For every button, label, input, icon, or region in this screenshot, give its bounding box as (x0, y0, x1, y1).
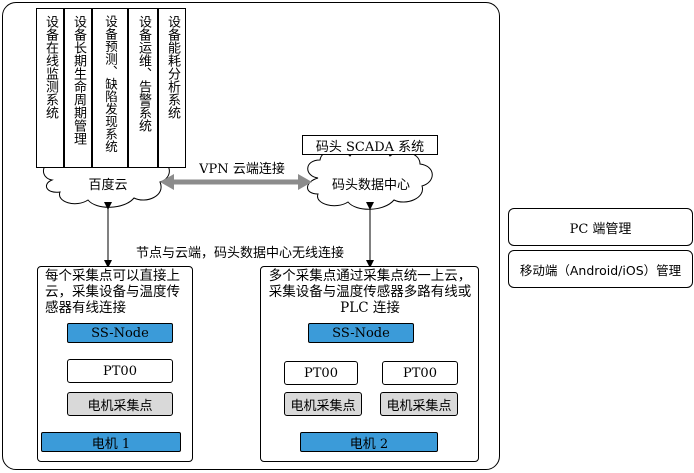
left-motor-label: 电机 1 (41, 432, 181, 452)
system-box-1: 设备在线监测系统 (36, 8, 64, 168)
right-collection-point-2: 电机采集点 (380, 392, 458, 416)
left-ss-node: SS-Node (67, 323, 173, 343)
mobile-management-box: 移动端（Android/iOS）管理 (508, 250, 693, 288)
right-ss-node: SS-Node (308, 323, 414, 343)
system-box-2: 设备长期生命周期管理 (64, 8, 92, 168)
right-pt00-box-1: PT00 (284, 361, 358, 385)
system-label-2: 设备长期生命周期管理 (71, 15, 86, 145)
right-collection-point-1: 电机采集点 (284, 392, 362, 416)
system-label-3: 设备预测、缺陷发现系统 (103, 15, 118, 153)
right-pt00-box-2: PT00 (382, 361, 458, 385)
left-collection-point: 电机采集点 (67, 392, 173, 416)
right-motor-label: 电机 2 (300, 432, 438, 452)
system-box-5: 设备能耗分析系统 (158, 8, 186, 168)
main-frame (2, 2, 500, 470)
left-panel-description: 每个采集点可以直接上云，采集设备与温度传感器有线连接 (45, 268, 180, 316)
cloud-right-label: 码头数据中心 (331, 177, 410, 193)
system-label-1: 设备在线监测系统 (43, 15, 58, 119)
cloud-left-label: 百度云 (88, 177, 128, 193)
system-label-4: 设备运维、告警系统 (136, 15, 151, 132)
system-box-3: 设备预测、缺陷发现系统 (92, 8, 128, 168)
left-pt00-box: PT00 (67, 359, 173, 383)
right-panel-description: 多个采集点通过采集点统一上云，采集设备与温度传感器多路有线或 PLC 连接 (268, 268, 472, 316)
pc-management-box: PC 端管理 (508, 208, 693, 246)
scada-system-box: 码头 SCADA 系统 (302, 135, 438, 155)
system-label-5: 设备能耗分析系统 (165, 15, 180, 119)
wireless-label: 节点与云端，码头数据中心无线连接 (135, 245, 344, 261)
system-box-4: 设备运维、告警系统 (128, 8, 158, 168)
vpn-label: VPN 云端连接 (199, 161, 285, 177)
